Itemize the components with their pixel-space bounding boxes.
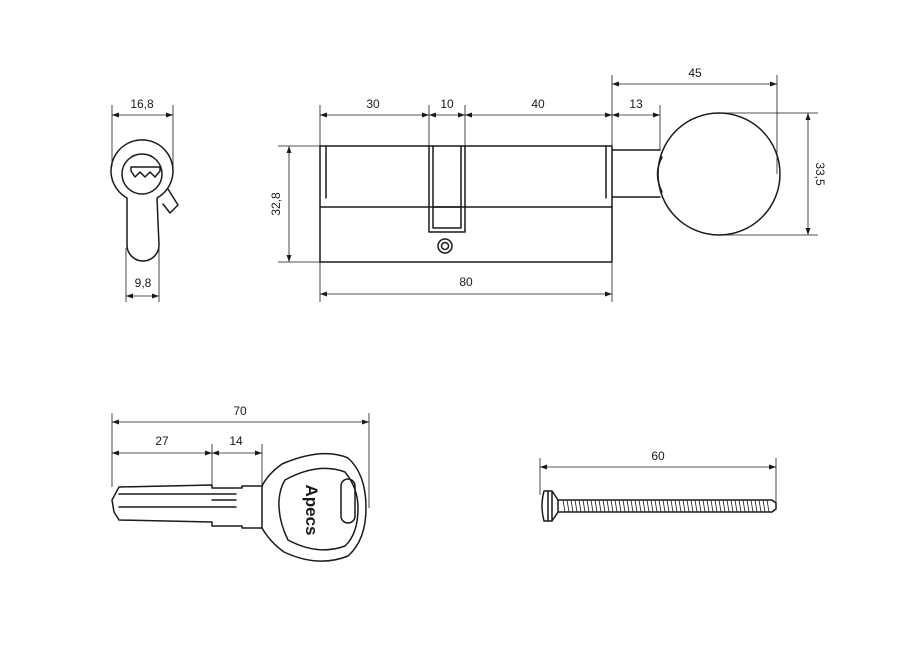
key-shoulder-label: 14 xyxy=(229,434,243,448)
thumb-turn-knob xyxy=(657,112,781,236)
profile-width-label: 16,8 xyxy=(130,97,154,111)
knob-offset-label: 13 xyxy=(629,97,643,111)
profile-keyway-circle xyxy=(121,153,163,195)
height-label: 32,8 xyxy=(269,192,283,216)
fixing-hole-outer xyxy=(437,238,453,254)
key-blade-groove xyxy=(118,493,237,508)
screw-shank xyxy=(557,499,777,513)
key-head xyxy=(261,453,367,562)
fixing-hole-inner xyxy=(440,241,450,251)
key-total-label: 70 xyxy=(233,404,247,418)
profile-outline xyxy=(110,139,174,262)
cylinder-cam-slot xyxy=(428,145,466,233)
total-length-label: 80 xyxy=(459,275,473,289)
cylinder-body xyxy=(319,145,613,263)
key-blade-label: 27 xyxy=(155,434,169,448)
profile-keyway xyxy=(130,166,161,178)
key-brand-logo: Apecs xyxy=(302,484,321,535)
thumb-turn-shaft xyxy=(611,149,661,198)
screw-view: 60 xyxy=(539,449,777,522)
profile-bottom-width-label: 9,8 xyxy=(135,276,152,290)
key-view: Apecs 70 27 14 xyxy=(111,404,370,562)
thumb-turn-notch xyxy=(656,156,663,193)
cylinder-view: 32,8 30 10 40 13 45 33,5 80 xyxy=(269,66,827,302)
profile-cam-tab xyxy=(162,188,179,214)
segment-label-3: 40 xyxy=(531,97,545,111)
knob-diameter-label: 33,5 xyxy=(813,162,827,186)
screw-thread xyxy=(562,499,770,513)
knob-length-label: 45 xyxy=(688,66,702,80)
key-blade xyxy=(111,484,263,529)
key-hole xyxy=(340,478,356,524)
screw-head xyxy=(541,490,559,522)
key-head-inner xyxy=(278,467,359,551)
segment-label-1: 30 xyxy=(366,97,380,111)
screw-length-label: 60 xyxy=(651,449,665,463)
profile-view: 16,8 9,8 xyxy=(110,97,179,302)
segment-label-2: 10 xyxy=(440,97,454,111)
